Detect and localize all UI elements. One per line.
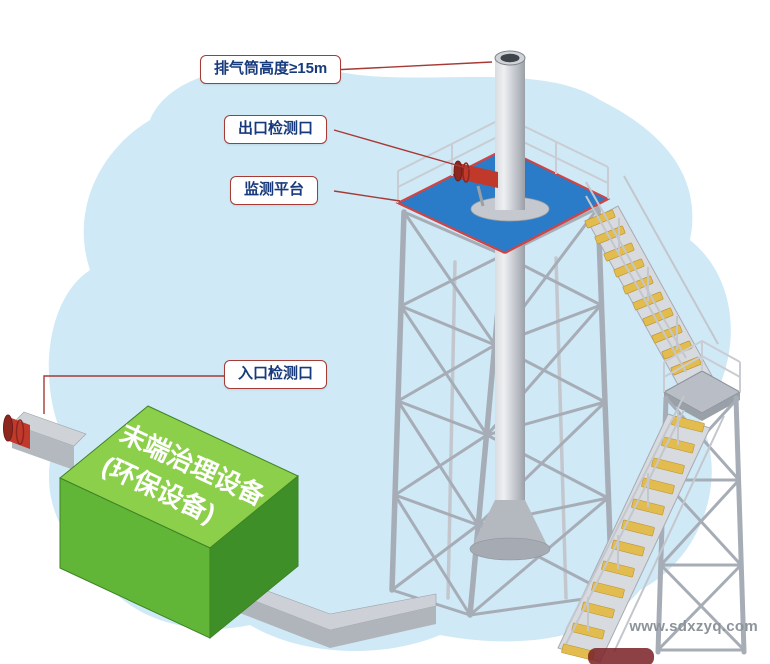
platform-front-border [397, 198, 609, 254]
stairs-flight-1-railing [585, 175, 719, 373]
partial-stamp [588, 648, 654, 664]
leader-inlet-port [43, 375, 224, 414]
leader-lines [43, 61, 493, 414]
inlet-pipe [3, 414, 30, 449]
equipment-box [59, 405, 299, 640]
chimney [469, 50, 551, 561]
chimney-through-platform [495, 180, 525, 210]
callout-platform: 监测平台 [230, 176, 319, 205]
leader-outlet-port [333, 129, 471, 170]
tower-left-face [390, 210, 505, 617]
callout-outlet-port: 出口检测口 [224, 115, 328, 144]
leader-stack-height [331, 61, 493, 71]
watermark: www.sdxzyq.com [629, 618, 758, 635]
stairs-flight-2 [557, 395, 725, 663]
chimney-base-cone [471, 500, 549, 549]
inlet-duct [3, 411, 87, 470]
outlet-pipe [453, 160, 498, 207]
callout-inlet-port: 入口检测口 [224, 360, 328, 389]
leader-platform [333, 190, 401, 202]
landing-railing [663, 339, 741, 392]
monitoring-platform-front [398, 199, 608, 253]
stairs-flight-2-treads [561, 415, 705, 661]
tower-rear-legs [446, 256, 568, 600]
callout-stack-height: 排气筒高度≥15m [200, 55, 342, 84]
stairs-flight-2-railing [565, 395, 725, 653]
